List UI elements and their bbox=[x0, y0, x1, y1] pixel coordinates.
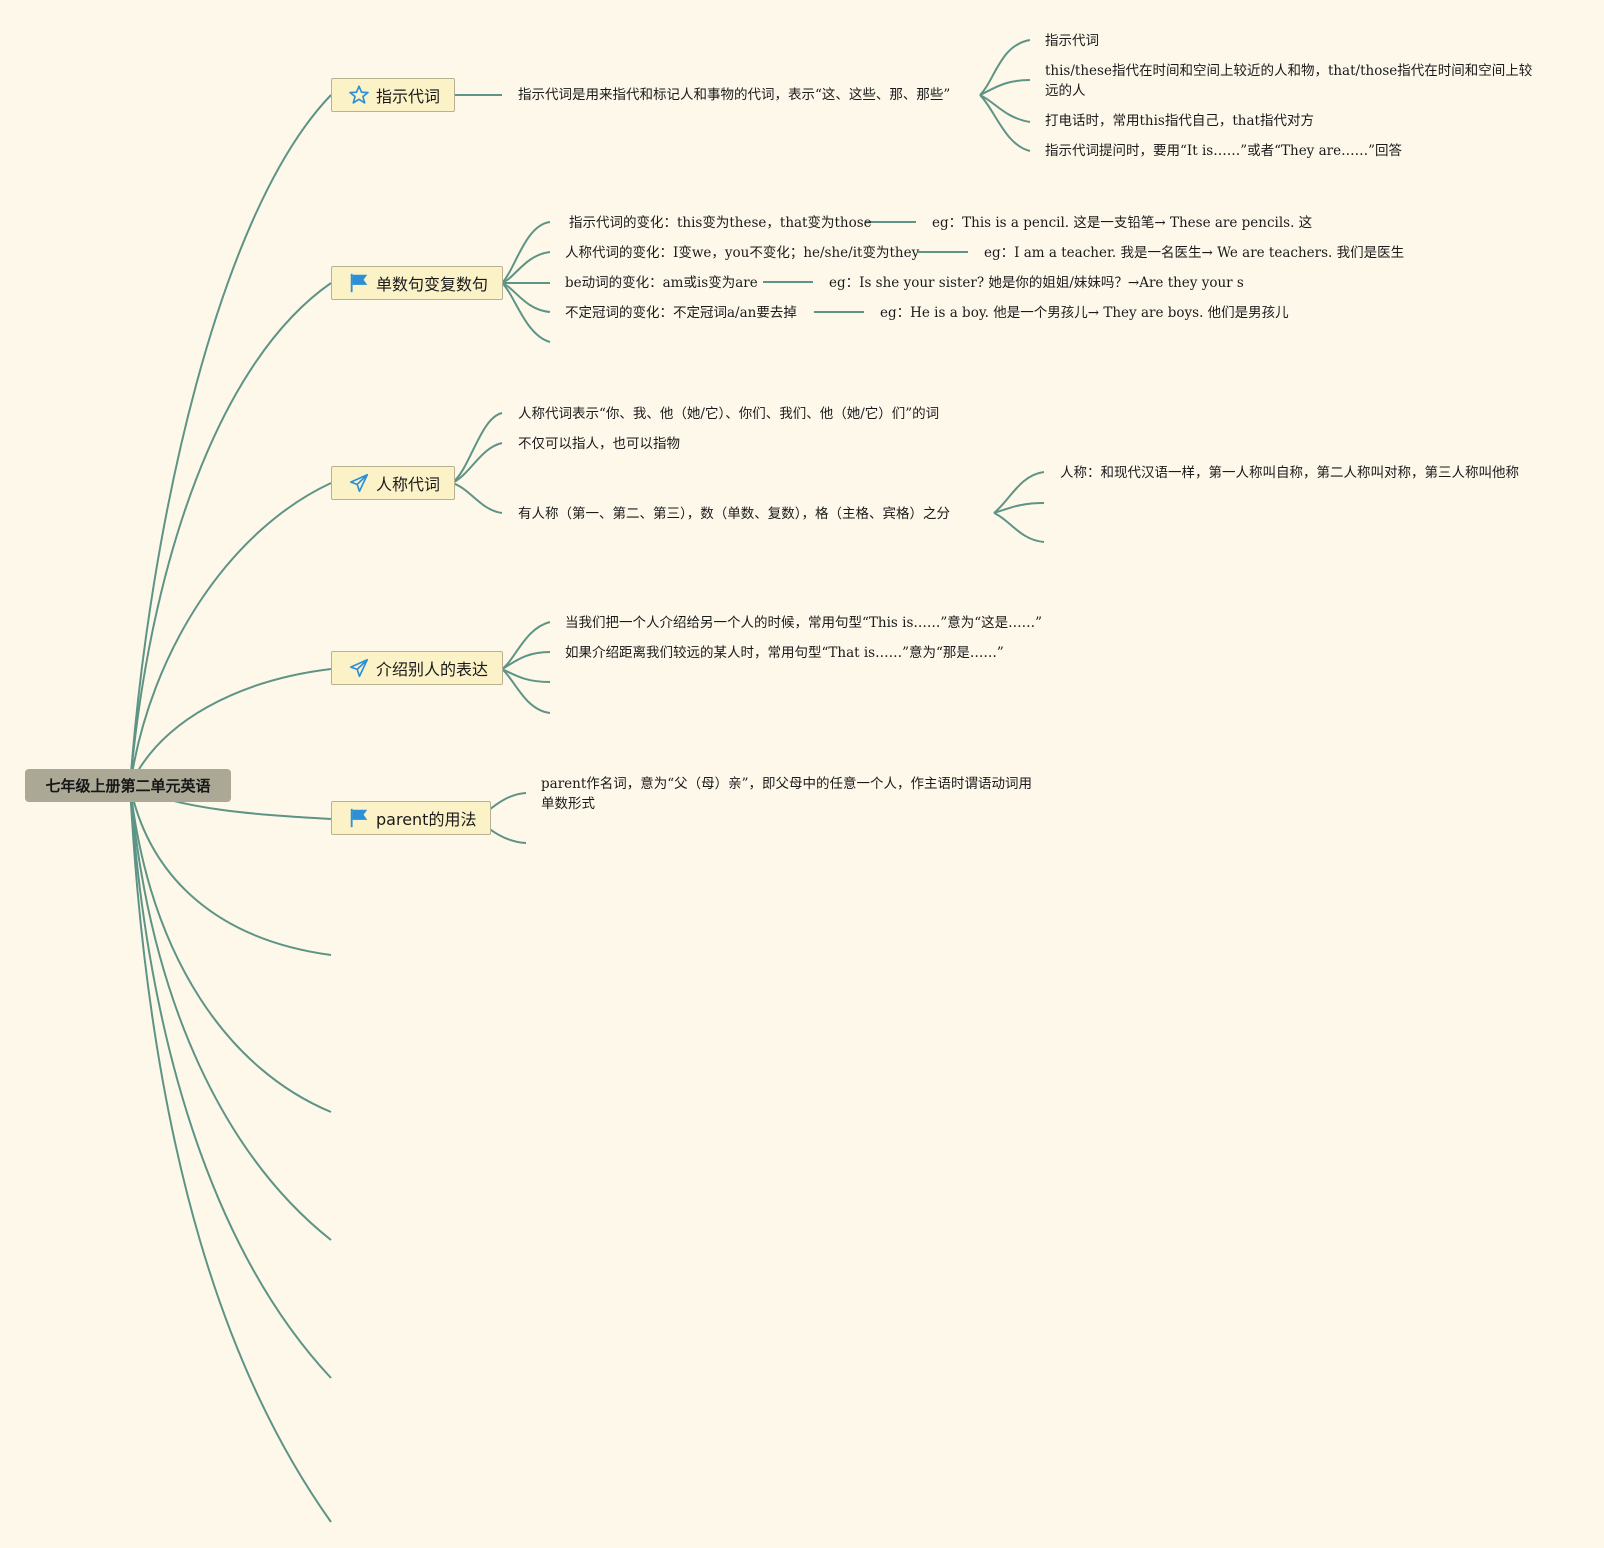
detail-item: 打电话时，常用this指代自己，that指代对方 bbox=[1045, 113, 1314, 129]
rule-item: 不定冠词的变化：不定冠词a/an要去掉 bbox=[565, 305, 797, 321]
detail-item: 有人称（第一、第二、第三），数（单数、复数），格（主格、宾格）之分 bbox=[518, 506, 950, 522]
detail-item: 指示代词提问时，要用“It is……”或者“They are……”回答 bbox=[1045, 143, 1402, 159]
example-item: eg：This is a pencil. 这是一支铅笔→ These are p… bbox=[932, 215, 1313, 231]
sub-detail-item: 人称：和现代汉语一样，第一人称叫自称，第二人称叫对称，第三人称叫他称 bbox=[1060, 465, 1519, 481]
paper-plane-icon bbox=[349, 658, 369, 678]
paper-plane-icon bbox=[349, 473, 369, 493]
topic-label: parent的用法 bbox=[376, 810, 477, 829]
flag-icon bbox=[350, 273, 368, 293]
topic-personal-pronoun[interactable]: 人称代词 bbox=[331, 466, 456, 500]
topic-label: 指示代词 bbox=[376, 87, 441, 106]
detail-item: this/these指代在时间和空间上较近的人和物，that/those指代在时… bbox=[1045, 63, 1533, 99]
example-item: eg：I am a teacher. 我是一名医生→ We are teache… bbox=[984, 245, 1405, 261]
detail-item: 如果介绍距离我们较远的某人时，常用句型“That is……”意为“那是……” bbox=[565, 645, 1004, 661]
detail-item: parent作名词，意为“父（母）亲”，即父母中的任意一个人，作主语时谓语动词用… bbox=[541, 776, 1033, 812]
topic-introducing-others[interactable]: 介绍别人的表达 bbox=[331, 651, 504, 685]
star-icon bbox=[349, 85, 369, 104]
detail-item: 指示代词 bbox=[1045, 33, 1099, 49]
example-item: eg：Is she your sister? 她是你的姐姐/妹妹吗？→Are t… bbox=[829, 275, 1244, 291]
example-item: eg：He is a boy. 他是一个男孩儿→ They are boys. … bbox=[880, 305, 1289, 321]
topic-singular-to-plural[interactable]: 单数句变复数句 bbox=[331, 266, 504, 300]
detail-item: 当我们把一个人介绍给另一个人的时候，常用句型“This is……”意为“这是……… bbox=[565, 615, 1043, 631]
detail-item: 不仅可以指人，也可以指物 bbox=[518, 436, 680, 452]
flag-icon bbox=[350, 808, 368, 828]
topic-label: 人称代词 bbox=[376, 475, 441, 494]
topic-summary: 指示代词是用来指代和标记人和事物的代词，表示“这、这些、那、那些” bbox=[518, 87, 951, 103]
topic-parent-usage[interactable]: parent的用法 bbox=[331, 801, 492, 835]
detail-item: 人称代词表示“你、我、他（她/它）、你们、我们、他（她/它）们”的词 bbox=[518, 406, 940, 422]
topic-label: 介绍别人的表达 bbox=[376, 660, 489, 679]
rule-item: 人称代词的变化：I变we，you不变化；he/she/it变为they bbox=[565, 245, 920, 261]
rule-item: be动词的变化：am或is变为are bbox=[565, 275, 758, 291]
topic-label: 单数句变复数句 bbox=[376, 275, 489, 294]
topic-demonstrative-pronoun[interactable]: 指示代词 bbox=[331, 78, 456, 112]
root-topic[interactable]: 七年级上册第二单元英语 bbox=[25, 769, 231, 802]
rule-item: 指示代词的变化：this变为these，that变为those bbox=[569, 215, 872, 231]
